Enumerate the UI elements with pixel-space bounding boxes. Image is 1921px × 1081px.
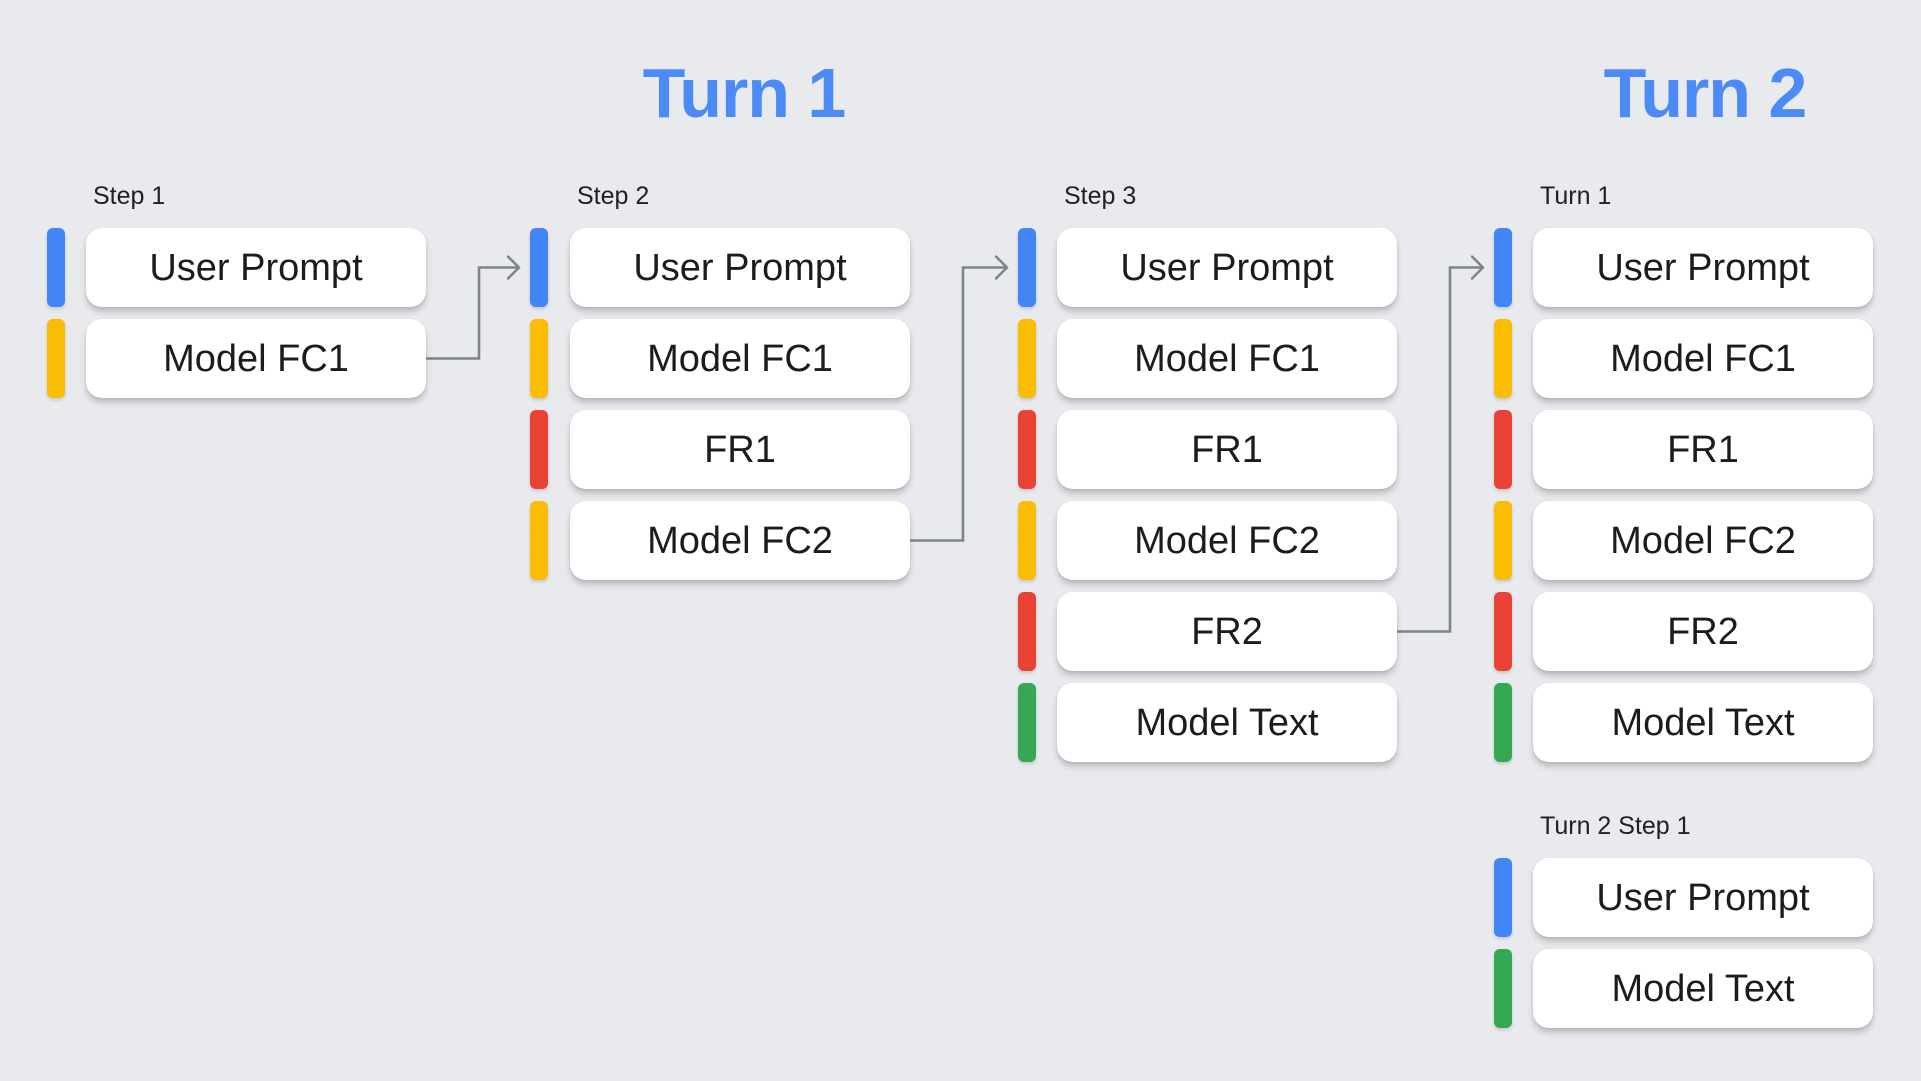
- box-model-text: Model Text: [1533, 683, 1873, 762]
- blue-bar: [47, 228, 65, 307]
- yellow-bar: [530, 501, 548, 580]
- yellow-bar: [1018, 319, 1036, 398]
- box-fr1: FR1: [570, 410, 910, 489]
- box-label: User Prompt: [1596, 246, 1810, 289]
- group-label-step-1: Step 1: [93, 182, 166, 210]
- group-label-turn-2-step-1: Turn 2 Step 1: [1540, 812, 1691, 840]
- box-label: Model FC2: [1610, 519, 1796, 562]
- yellow-bar: [1494, 501, 1512, 580]
- group-label-step-2: Step 2: [577, 182, 650, 210]
- box-model-fc1: Model FC1: [570, 319, 910, 398]
- box-model-fc2: Model FC2: [1057, 501, 1397, 580]
- arrow-0: [426, 268, 518, 360]
- box-user-prompt: User Prompt: [1057, 228, 1397, 307]
- red-bar: [1494, 592, 1512, 671]
- box-label: FR2: [1667, 610, 1739, 653]
- box-label: Model FC2: [647, 519, 833, 562]
- box-label: Model Text: [1135, 701, 1319, 744]
- arrow-1: [910, 268, 1006, 542]
- group-label-turn-1: Turn 1: [1540, 182, 1612, 210]
- title-turn-1: Turn 1: [642, 54, 847, 132]
- arrow-2: [1397, 268, 1482, 633]
- blue-bar: [1018, 228, 1036, 307]
- box-label: Model Text: [1611, 967, 1795, 1010]
- box-model-fc2: Model FC2: [1533, 501, 1873, 580]
- box-fr2: FR2: [1533, 592, 1873, 671]
- green-bar: [1494, 949, 1512, 1028]
- blue-bar: [1494, 858, 1512, 937]
- blue-bar: [1494, 228, 1512, 307]
- group-label-step-3: Step 3: [1064, 182, 1137, 210]
- box-label: User Prompt: [633, 246, 847, 289]
- green-bar: [1494, 683, 1512, 762]
- green-bar: [1018, 683, 1036, 762]
- box-user-prompt: User Prompt: [570, 228, 910, 307]
- title-turn-2: Turn 2: [1603, 54, 1808, 132]
- box-model-fc1: Model FC1: [1057, 319, 1397, 398]
- box-label: FR1: [1191, 428, 1263, 471]
- box-label: User Prompt: [1120, 246, 1334, 289]
- box-model-fc1: Model FC1: [1533, 319, 1873, 398]
- box-label: FR1: [704, 428, 776, 471]
- box-fr1: FR1: [1533, 410, 1873, 489]
- box-label: User Prompt: [1596, 876, 1810, 919]
- box-fr1: FR1: [1057, 410, 1397, 489]
- red-bar: [1018, 592, 1036, 671]
- box-label: Model FC2: [1134, 519, 1320, 562]
- box-label: Model FC1: [163, 337, 349, 380]
- box-user-prompt: User Prompt: [1533, 228, 1873, 307]
- box-label: Model FC1: [1134, 337, 1320, 380]
- box-model-text: Model Text: [1533, 949, 1873, 1028]
- box-model-fc2: Model FC2: [570, 501, 910, 580]
- yellow-bar: [1494, 319, 1512, 398]
- yellow-bar: [1018, 501, 1036, 580]
- blue-bar: [530, 228, 548, 307]
- red-bar: [530, 410, 548, 489]
- box-label: User Prompt: [149, 246, 363, 289]
- yellow-bar: [47, 319, 65, 398]
- yellow-bar: [530, 319, 548, 398]
- box-label: FR2: [1191, 610, 1263, 653]
- box-label: Model FC1: [1610, 337, 1796, 380]
- box-model-text: Model Text: [1057, 683, 1397, 762]
- box-label: Model Text: [1611, 701, 1795, 744]
- box-label: FR1: [1667, 428, 1739, 471]
- box-user-prompt: User Prompt: [86, 228, 426, 307]
- box-label: Model FC1: [647, 337, 833, 380]
- red-bar: [1494, 410, 1512, 489]
- box-model-fc1: Model FC1: [86, 319, 426, 398]
- box-fr2: FR2: [1057, 592, 1397, 671]
- box-user-prompt: User Prompt: [1533, 858, 1873, 937]
- red-bar: [1018, 410, 1036, 489]
